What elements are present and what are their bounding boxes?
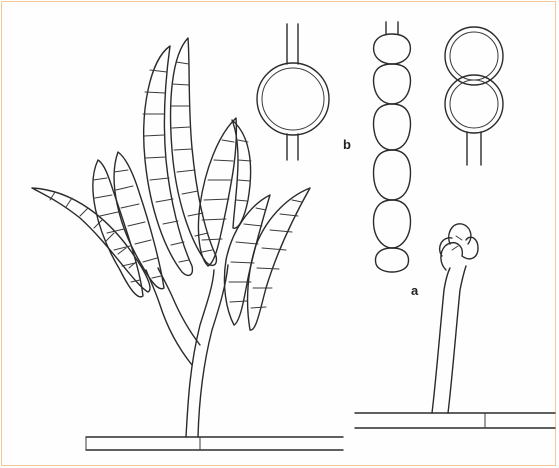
main-stalk-left-edge [186, 270, 214, 437]
upper-hypha [287, 24, 298, 64]
label-a: a [411, 283, 419, 298]
conidium-4 [144, 46, 193, 275]
conidium-1 [32, 188, 150, 292]
spore-inner-wall [262, 68, 324, 130]
side-branch-inner [158, 268, 200, 345]
lower-spore-inner [450, 80, 498, 128]
conidiophore-cluster [32, 38, 343, 450]
chain-cell-3 [374, 104, 411, 150]
chain-top-hypha [386, 22, 398, 34]
substrate-hypha-left [86, 437, 343, 450]
conidium-2-septa [93, 178, 140, 282]
coiled-conidiophore [355, 224, 555, 428]
lower-hypha [287, 134, 298, 160]
stalk-right-edge [448, 266, 466, 413]
upper-spore-inner [450, 32, 498, 80]
chain-cell-1 [374, 34, 411, 64]
side-branch-outer [146, 270, 192, 365]
paired-spores [445, 27, 503, 165]
chain-cell-5 [374, 200, 411, 248]
substrate-hypha-right [355, 413, 555, 428]
chain-cell-4 [374, 150, 411, 200]
upper-spore-outer [445, 27, 503, 85]
label-b: b [343, 137, 351, 152]
stalk-left-edge [432, 268, 450, 413]
conidium-5 [171, 38, 217, 265]
chain-cell-6 [376, 248, 409, 272]
chain-cell-2 [374, 64, 411, 104]
conidium-8 [248, 188, 310, 330]
spore-outer-wall [257, 63, 329, 135]
lower-spore-outer [445, 75, 503, 133]
spore-stalk [467, 132, 481, 165]
hypha-septa-left [86, 437, 200, 450]
spore-chain [374, 22, 411, 272]
conidium-9 [232, 120, 251, 228]
main-stalk-right-edge [198, 265, 228, 437]
coiled-tip [440, 224, 478, 270]
intercalary-chlamydospore [257, 24, 329, 160]
